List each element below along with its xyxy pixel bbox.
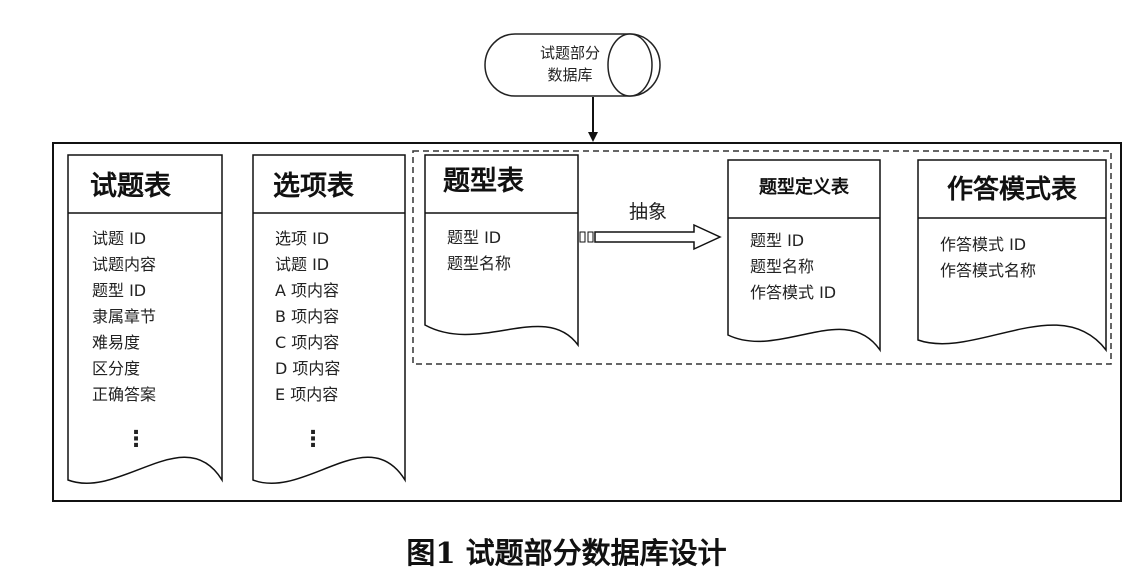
table-field: E 项内容 — [275, 385, 338, 404]
table-field: D 项内容 — [275, 359, 340, 378]
table-field: 难易度 — [92, 333, 140, 352]
database-cylinder: 试题部分 数据库 — [484, 33, 661, 97]
table-field: 区分度 — [92, 359, 140, 378]
table-field: 试题 ID — [275, 255, 329, 274]
table-field: 题型名称 — [750, 257, 814, 276]
table-type-definitions: 题型定义表 题型 ID 题型名称 作答模式 ID — [727, 159, 881, 353]
table-title: 题型表 — [443, 166, 524, 197]
table-questions: 试题表 试题 ID 试题内容 题型 ID 隶属章节 难易度 区分度 正确答案 ⋮ — [67, 154, 223, 485]
table-field: 作答模式 ID — [750, 283, 836, 302]
tables-container — [52, 142, 1122, 502]
table-title: 试题表 — [90, 171, 171, 202]
database-label-line1: 试题部分 — [540, 44, 600, 62]
table-field: 题型 ID — [447, 228, 501, 247]
database-label-line2: 数据库 — [547, 66, 592, 84]
table-field: 试题 ID — [92, 229, 146, 248]
abstraction-label: 抽象 — [629, 201, 667, 223]
table-question-types: 题型表 题型 ID 题型名称 — [424, 154, 579, 348]
more-fields-ellipsis: ⋮ — [125, 427, 147, 452]
table-field: C 项内容 — [275, 333, 339, 352]
table-field: 题型 ID — [92, 281, 146, 300]
table-field: 试题内容 — [92, 255, 156, 274]
table-title: 题型定义表 — [759, 176, 850, 198]
more-fields-ellipsis: ⋮ — [302, 427, 324, 452]
table-field: 作答模式名称 — [940, 261, 1036, 280]
table-field: B 项内容 — [275, 307, 339, 326]
table-title: 作答模式表 — [947, 174, 1078, 205]
table-options: 选项表 选项 ID 试题 ID A 项内容 B 项内容 C 项内容 D 项内容 … — [252, 154, 406, 485]
abstraction-arrow: 抽象 — [579, 201, 722, 251]
table-field: 隶属章节 — [92, 307, 156, 326]
table-field: 选项 ID — [275, 229, 329, 248]
table-answer-modes: 作答模式表 作答模式 ID 作答模式名称 — [917, 159, 1107, 353]
table-field: 题型名称 — [447, 254, 511, 273]
table-field: 题型 ID — [750, 231, 804, 250]
table-title: 选项表 — [273, 171, 354, 202]
type-abstraction-group — [412, 150, 1112, 365]
table-field: A 项内容 — [275, 281, 339, 300]
table-field: 正确答案 — [92, 385, 156, 404]
figure-caption: 图1 试题部分数据库设计 — [406, 536, 727, 570]
table-field: 作答模式 ID — [940, 235, 1026, 254]
